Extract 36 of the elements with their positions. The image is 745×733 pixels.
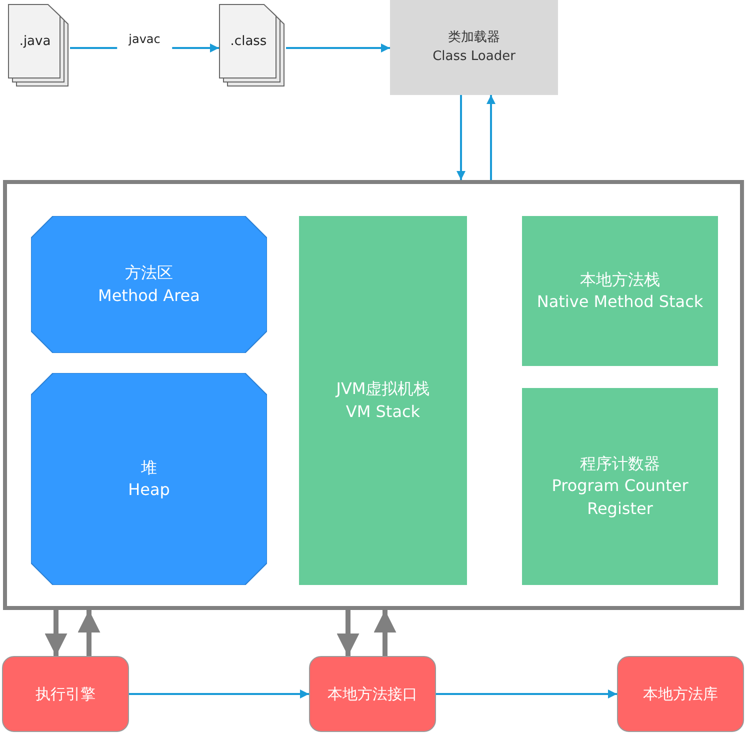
node-text: Native Method Stack (536, 291, 704, 313)
arrow (286, 44, 390, 52)
node-text: VM Stack (344, 400, 422, 422)
node-text: JVM虚拟机栈 (334, 378, 431, 400)
node-text: 执行引擎 (34, 684, 96, 704)
node-text: Program Counter Register (550, 475, 690, 520)
node-text: 本地方法库 (642, 684, 719, 704)
memory-octagon (31, 373, 267, 585)
process-box (617, 656, 744, 732)
process-box (309, 656, 436, 732)
arrow (456, 95, 466, 180)
node-text: 本地方法栈 (579, 268, 661, 291)
node-text: Method Area (97, 284, 201, 306)
memory-box (522, 388, 718, 585)
arrow (436, 690, 617, 698)
node-text: 方法区 (124, 262, 174, 284)
arrow (78, 610, 100, 656)
memory-octagon (31, 216, 267, 353)
arrow (336, 610, 360, 656)
node-text: 类加载器 (447, 29, 501, 48)
runtime-data-area (3, 180, 744, 610)
arrow (486, 95, 496, 180)
node-text: .java (18, 32, 52, 51)
node-text: Class Loader (432, 48, 516, 66)
node-text: 堆 (140, 456, 158, 479)
process-box (2, 656, 129, 732)
memory-box (299, 216, 467, 585)
arrow (374, 610, 396, 656)
node-text: .class (229, 32, 268, 51)
node-text: Heap (127, 479, 171, 501)
memory-box (522, 216, 718, 366)
class-loader-box (390, 0, 558, 95)
node-text: 程序计数器 (579, 452, 661, 475)
arrow (44, 610, 68, 656)
arrow (129, 690, 309, 698)
node-text: 本地方法接口 (326, 684, 418, 704)
